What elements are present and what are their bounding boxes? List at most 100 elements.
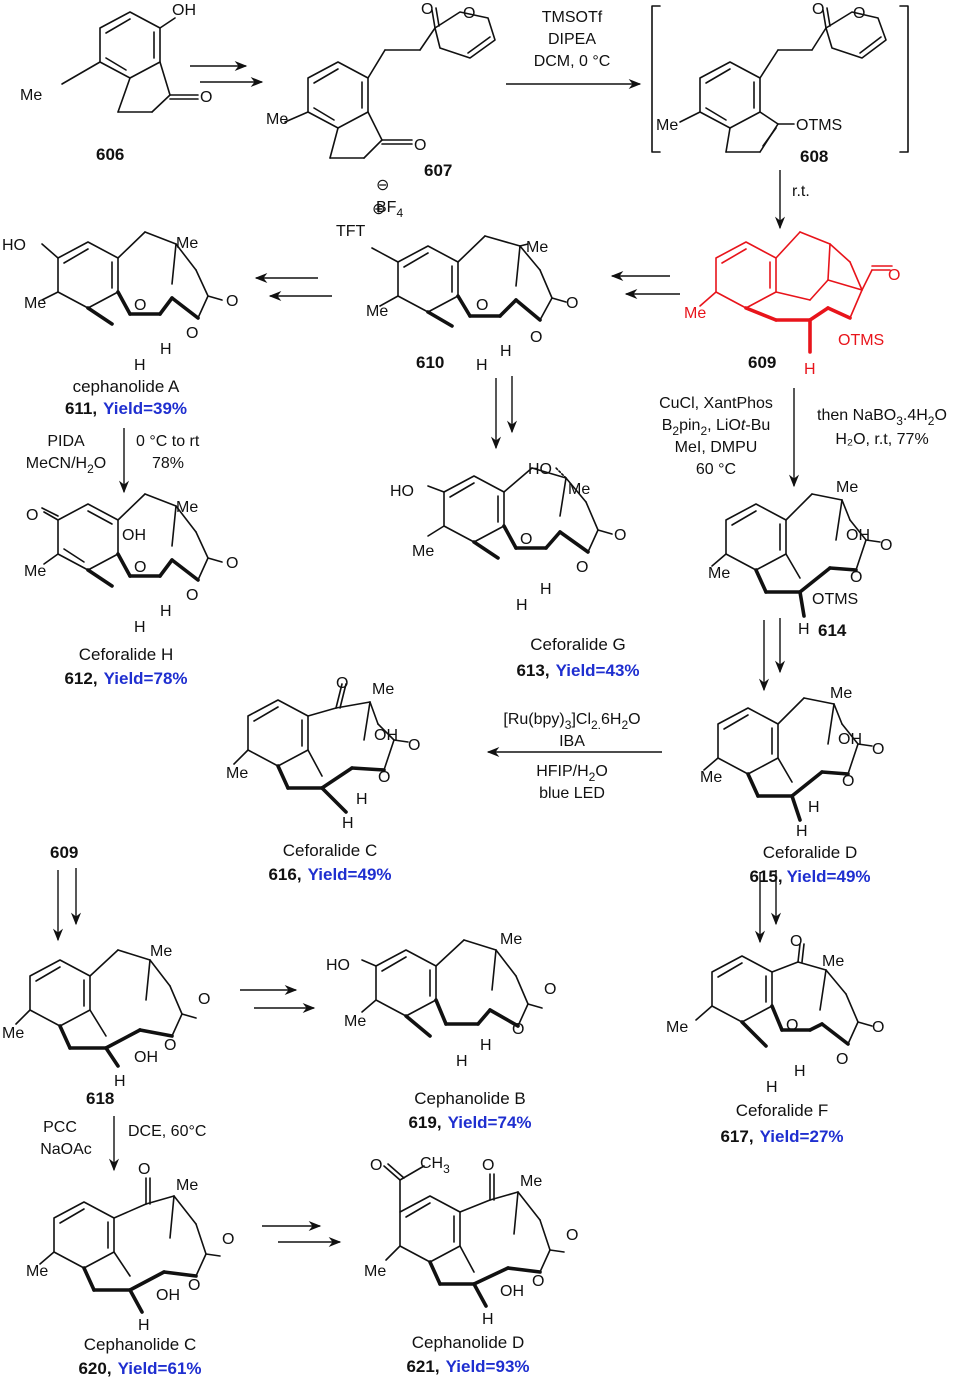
svg-text:H: H (808, 799, 820, 816)
svg-text:O: O (566, 1227, 578, 1244)
otms-label: OTMS (796, 117, 842, 134)
svg-text:620,Yield=61%: 620,Yield=61% (78, 1359, 201, 1378)
ch3-label: CH3 (420, 1155, 450, 1176)
me-top-label: Me (526, 239, 548, 256)
svg-text:O: O (786, 1017, 798, 1034)
ho-top-label: HO (528, 461, 552, 478)
oh-label: OH (134, 1049, 158, 1066)
me-label: Me (344, 1013, 366, 1030)
me-top-label: Me (176, 235, 198, 252)
svg-text:O: O (476, 297, 488, 314)
svg-text:O: O (842, 773, 854, 790)
svg-text:O: O (520, 531, 532, 548)
yield: Yield=78% (104, 669, 188, 688)
me-label: Me (20, 87, 42, 104)
compound-number: 616, (268, 865, 301, 884)
svg-text:H: H (134, 357, 146, 374)
me-label: Me (24, 295, 46, 312)
charge-plus: ⊕ (372, 201, 385, 218)
compound-number: 607 (424, 161, 452, 180)
arrow-606-607 (190, 60, 264, 88)
compound-number: 612, (64, 669, 97, 688)
charge-minus: ⊖ (376, 177, 389, 194)
yield: Yield=74% (448, 1113, 532, 1132)
svg-text:H: H (500, 343, 512, 360)
svg-text:613,Yield=43%: 613,Yield=43% (516, 661, 639, 680)
me-top-label: Me (176, 1177, 198, 1194)
compound-number: 611, (65, 399, 97, 418)
compound-name: Cephanolide D (412, 1333, 524, 1352)
svg-text:H: H (540, 581, 552, 598)
yield: Yield=49% (308, 865, 392, 884)
keto-o-label: O (336, 675, 348, 692)
conditions-615-616: [Ru(bpy)3]Cl2.6H2O IBA HFIP/H2O blue LED (486, 711, 662, 802)
arrow-614-615 (758, 618, 786, 692)
svg-text:H: H (160, 603, 172, 620)
svg-text:O: O (226, 555, 238, 572)
svg-text:blue LED: blue LED (539, 785, 605, 802)
arrow-620-621 (262, 1220, 342, 1248)
svg-text:CuCl, XantPhos: CuCl, XantPhos (659, 395, 773, 412)
svg-text:DCE, 60°C: DCE, 60°C (128, 1123, 206, 1140)
o-label: O (414, 137, 426, 154)
svg-text:H: H (456, 1053, 468, 1070)
svg-text:H: H (476, 357, 488, 374)
compound-615: Me OH O O Me H H Ceforalide D 615,Yield=… (700, 685, 884, 886)
me-top-label: Me (150, 943, 172, 960)
conditions-607-608: TMSOTf DIPEA DCM, 0 °C (506, 9, 642, 90)
arrow-610-613 (490, 376, 518, 450)
ho-label: HO (390, 483, 414, 500)
compound-620: O Me O O OH Me H Cephanolide C 620,Yield… (26, 1161, 234, 1378)
svg-text:TMSOTf: TMSOTf (542, 9, 603, 26)
svg-text:O: O (378, 769, 390, 786)
compound-name: Ceforalide G (530, 635, 625, 654)
conditions-609-614: CuCl, XantPhos B2pin2, LiOt-Bu MeI, DMPU… (659, 388, 947, 488)
compound-name: Ceforalide H (79, 645, 174, 664)
svg-text:O: O (836, 1051, 848, 1068)
compound-618: Me O O OH Me H 618 (2, 943, 210, 1108)
svg-text:0 °C to rt: 0 °C to rt (136, 433, 200, 450)
me-top-label: Me (836, 479, 858, 496)
svg-text:O: O (188, 1277, 200, 1294)
compound-name: Ceforalide D (763, 843, 858, 862)
svg-text:O: O (850, 569, 862, 586)
svg-text:O: O (186, 587, 198, 604)
svg-text:O: O (198, 991, 210, 1008)
compound-607: O O O Me 607 (266, 1, 496, 180)
me-top-label: Me (500, 931, 522, 948)
svg-text:617,Yield=27%: 617,Yield=27% (720, 1127, 843, 1146)
oh-label: OH (838, 731, 862, 748)
svg-text:O: O (872, 741, 884, 758)
svg-text:78%: 78% (152, 455, 184, 472)
tft-label: TFT (336, 223, 366, 240)
svg-text:O: O (576, 559, 588, 576)
svg-text:H₂O, r.t, 77%: H₂O, r.t, 77% (835, 431, 928, 448)
svg-text:O: O (186, 325, 198, 342)
compound-number: 615, (749, 867, 782, 886)
svg-text:H: H (356, 791, 368, 808)
svg-text:H: H (480, 1037, 492, 1054)
svg-text:B2pin2, LiOt-Bu: B2pin2, LiOt-Bu (662, 417, 771, 438)
svg-text:O: O (226, 293, 238, 310)
yield: Yield=39% (103, 399, 187, 418)
me-label: Me (226, 765, 248, 782)
svg-text:[Ru(bpy)3]Cl2.6H2O: [Ru(bpy)3]Cl2.6H2O (503, 711, 640, 732)
h-label: H (114, 1073, 126, 1090)
me-label: Me (666, 1019, 688, 1036)
compound-number: 619, (408, 1113, 441, 1132)
svg-text:H: H (766, 1079, 778, 1096)
h-label: H (138, 1317, 150, 1334)
oh-label: OH (156, 1287, 180, 1304)
me-top-label: Me (520, 1173, 542, 1190)
compound-609-reference: 609 (50, 843, 82, 942)
me-label: Me (366, 303, 388, 320)
arrow-615-617 (754, 870, 782, 944)
h-label: H (804, 361, 816, 378)
svg-text:616,Yield=49%: 616, Yield=49% (268, 865, 391, 884)
svg-text:r.t.: r.t. (792, 183, 810, 200)
compound-613: HO HO Me Me O O O H H Ceforalide G 613,Y… (390, 461, 640, 680)
svg-text:H: H (516, 597, 528, 614)
compound-number: 613, (516, 661, 549, 680)
svg-text:O: O (880, 537, 892, 554)
